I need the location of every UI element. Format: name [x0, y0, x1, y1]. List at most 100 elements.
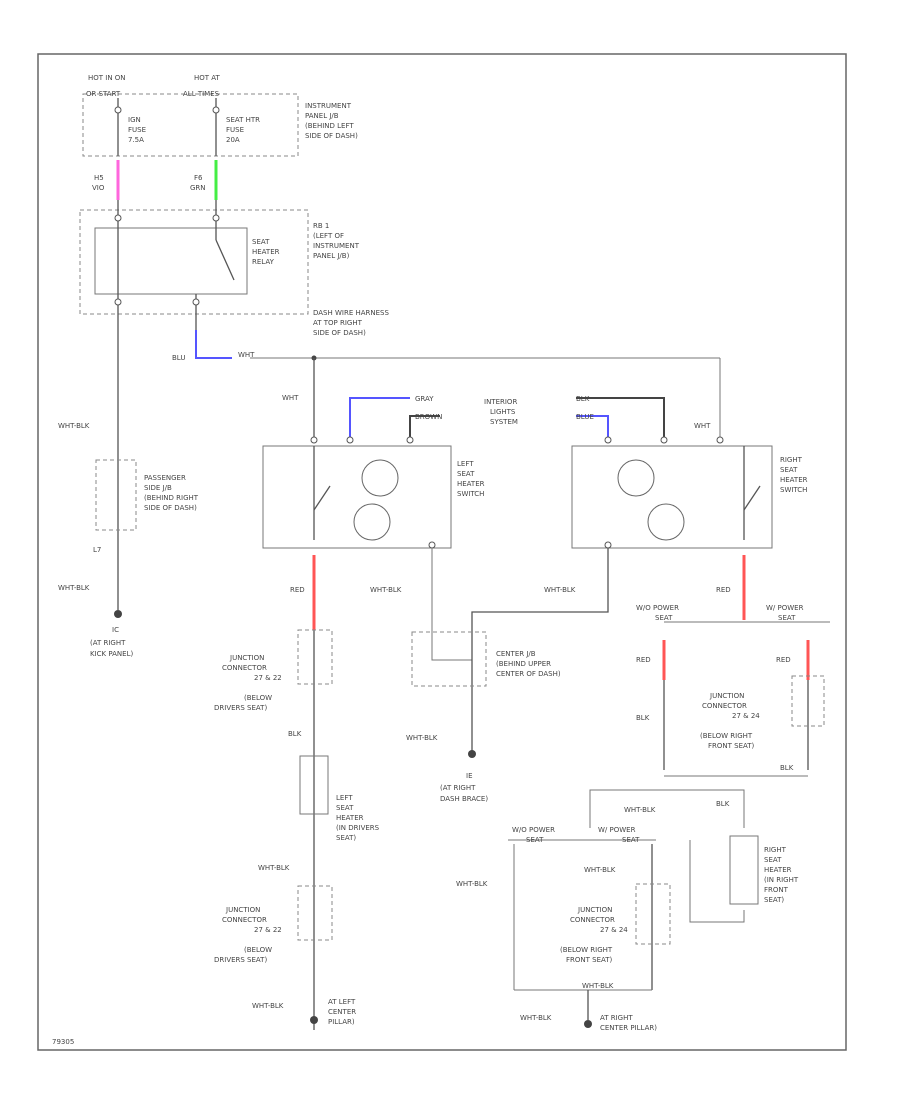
diagram-frame [37, 53, 847, 1051]
blk-r-label: BLK [576, 395, 590, 403]
wht-blk-br: WHT-BLK [456, 880, 488, 888]
left-heater-label-4: (IN DRIVERS [336, 824, 380, 832]
right-heater-box [729, 835, 759, 905]
wht-mid-label: WHT [282, 394, 299, 402]
wht-blk-bl2: WHT-BLK [252, 1002, 284, 1010]
cjb-label-2: (BEHIND UPPER [496, 660, 551, 668]
wht-top-label: WHT [238, 351, 255, 359]
interior-label-2: LIGHTS [490, 408, 516, 416]
diagram-code: 79305 [52, 1038, 74, 1046]
pjb-box [95, 459, 137, 531]
interior-label-3: SYSTEM [490, 418, 518, 426]
brown-label: BROWN [415, 413, 442, 421]
relay-label-2: HEATER [252, 248, 280, 256]
fuse-right-2: FUSE [226, 126, 244, 134]
pjb-label-2: SIDE J/B [144, 484, 172, 492]
fuse-left-3: 7.5A [128, 136, 144, 144]
left-switch-lamp-1 [361, 459, 399, 497]
wire-blue-left [349, 397, 410, 440]
junction-l2-label-5: DRIVERS SEAT) [214, 956, 267, 964]
pjb-label-4: SIDE OF DASH) [144, 504, 197, 512]
junction-l2-label-3: 27 & 22 [254, 926, 282, 934]
red-r2-label: RED [776, 656, 791, 664]
right-switch-box [571, 445, 773, 549]
wht-blk-bc: WHT-BLK [582, 982, 614, 990]
wps2-label-2: SEAT [526, 836, 544, 844]
left-heater-label-2: SEAT [336, 804, 354, 812]
ground-left [310, 1016, 318, 1024]
ground-ie-label-2: (AT RIGHT [440, 784, 476, 792]
left-heater-label: LEFT [336, 794, 353, 802]
wht-blk-rr-label: WHT-BLK [624, 806, 656, 814]
blu-label: BLU [172, 354, 185, 362]
harness-label-3: SIDE OF DASH) [313, 329, 366, 337]
power-seat-r-label-2: SEAT [778, 614, 796, 622]
junction-l-label-5: DRIVERS SEAT) [214, 704, 267, 712]
junction-l-box [297, 629, 333, 685]
right-heater-label-2: SEAT [764, 856, 782, 864]
junction-r2-label: JUNCTION [577, 906, 612, 914]
red-r1-label: RED [636, 656, 651, 664]
junction-r-label-4: (BELOW RIGHT [700, 732, 753, 740]
right-switch-label-3: HEATER [780, 476, 808, 484]
blk-rr-label: BLK [780, 764, 794, 772]
junction-l-label-2: CONNECTOR [222, 664, 267, 672]
hot-right-sub: ALL TIMES [183, 90, 220, 98]
right-heater-label-3: HEATER [764, 866, 792, 874]
fuse-left: IGN [128, 116, 141, 124]
left-switch-label-3: HEATER [457, 480, 485, 488]
junction-l2-box [297, 885, 333, 941]
right-switch-lamp-1 [617, 459, 655, 497]
right-heater-label-6: SEAT) [764, 896, 784, 904]
wire-green-color: GRN [190, 184, 206, 192]
blk-l-label: BLK [288, 730, 302, 738]
relay-label-3: RELAY [252, 258, 275, 266]
fuse-right-3: 20A [226, 136, 240, 144]
wps2-label: W/O POWER [512, 826, 555, 834]
wire-green-label: F6 [194, 174, 203, 182]
wire-pink-color: VIO [92, 184, 105, 192]
cjb-label: CENTER J/B [496, 650, 536, 658]
ground-left-label: AT LEFT [328, 998, 356, 1006]
right-switch-label-2: SEAT [780, 466, 798, 474]
ground-ie [468, 750, 476, 758]
ipjb-box [82, 93, 299, 157]
junction-r-box [791, 675, 825, 727]
wht-blk-br2: WHT-BLK [520, 1014, 552, 1022]
rb1-label-3: INSTRUMENT [313, 242, 360, 250]
left-switch-label-4: SWITCH [457, 490, 484, 498]
ground-ic [114, 610, 122, 618]
rb1-label-2: (LEFT OF [313, 232, 344, 240]
wire-blue-right [576, 415, 609, 440]
right-heater-label: RIGHT [764, 846, 787, 854]
fuse-right: SEAT HTR [226, 116, 260, 124]
relay-label: SEAT [252, 238, 270, 246]
junction-r2-label-5: FRONT SEAT) [566, 956, 613, 964]
right-switch-label-4: SWITCH [780, 486, 807, 494]
left-switch-box [262, 445, 452, 549]
wht-right-label: WHT [694, 422, 711, 430]
ipjb-label-3: (BEHIND LEFT [305, 122, 354, 130]
interior-label: INTERIOR [484, 398, 517, 406]
hot-left-sub: OR START [86, 90, 121, 98]
wht-blk-l2: WHT-BLK [58, 584, 90, 592]
wht-blk-c2: WHT-BLK [544, 586, 576, 594]
junction-l-label: JUNCTION [229, 654, 264, 662]
rb1-box [79, 209, 309, 315]
junction-l2-label: JUNCTION [225, 906, 260, 914]
junction-l-label-4: (BELOW [244, 694, 272, 702]
junction-l2-label-4: (BELOW [244, 946, 272, 954]
hot-left-label: HOT IN ON [88, 74, 126, 82]
ground-left-label-2: CENTER [328, 1008, 356, 1016]
wire-pink-label: H5 [94, 174, 104, 182]
red-l-label: RED [290, 586, 305, 594]
left-switch-label: LEFT [457, 460, 474, 468]
power-seat-label-2: SEAT [655, 614, 673, 622]
fuse-left-2: FUSE [128, 126, 146, 134]
ipjb-label-4: SIDE OF DASH) [305, 132, 358, 140]
right-heater-label-4: (IN RIGHT [764, 876, 799, 884]
rb1-label: RB 1 [313, 222, 329, 230]
ground-ie-label-3: DASH BRACE) [440, 795, 488, 803]
power-seat-r-label: W/ POWER [766, 604, 804, 612]
